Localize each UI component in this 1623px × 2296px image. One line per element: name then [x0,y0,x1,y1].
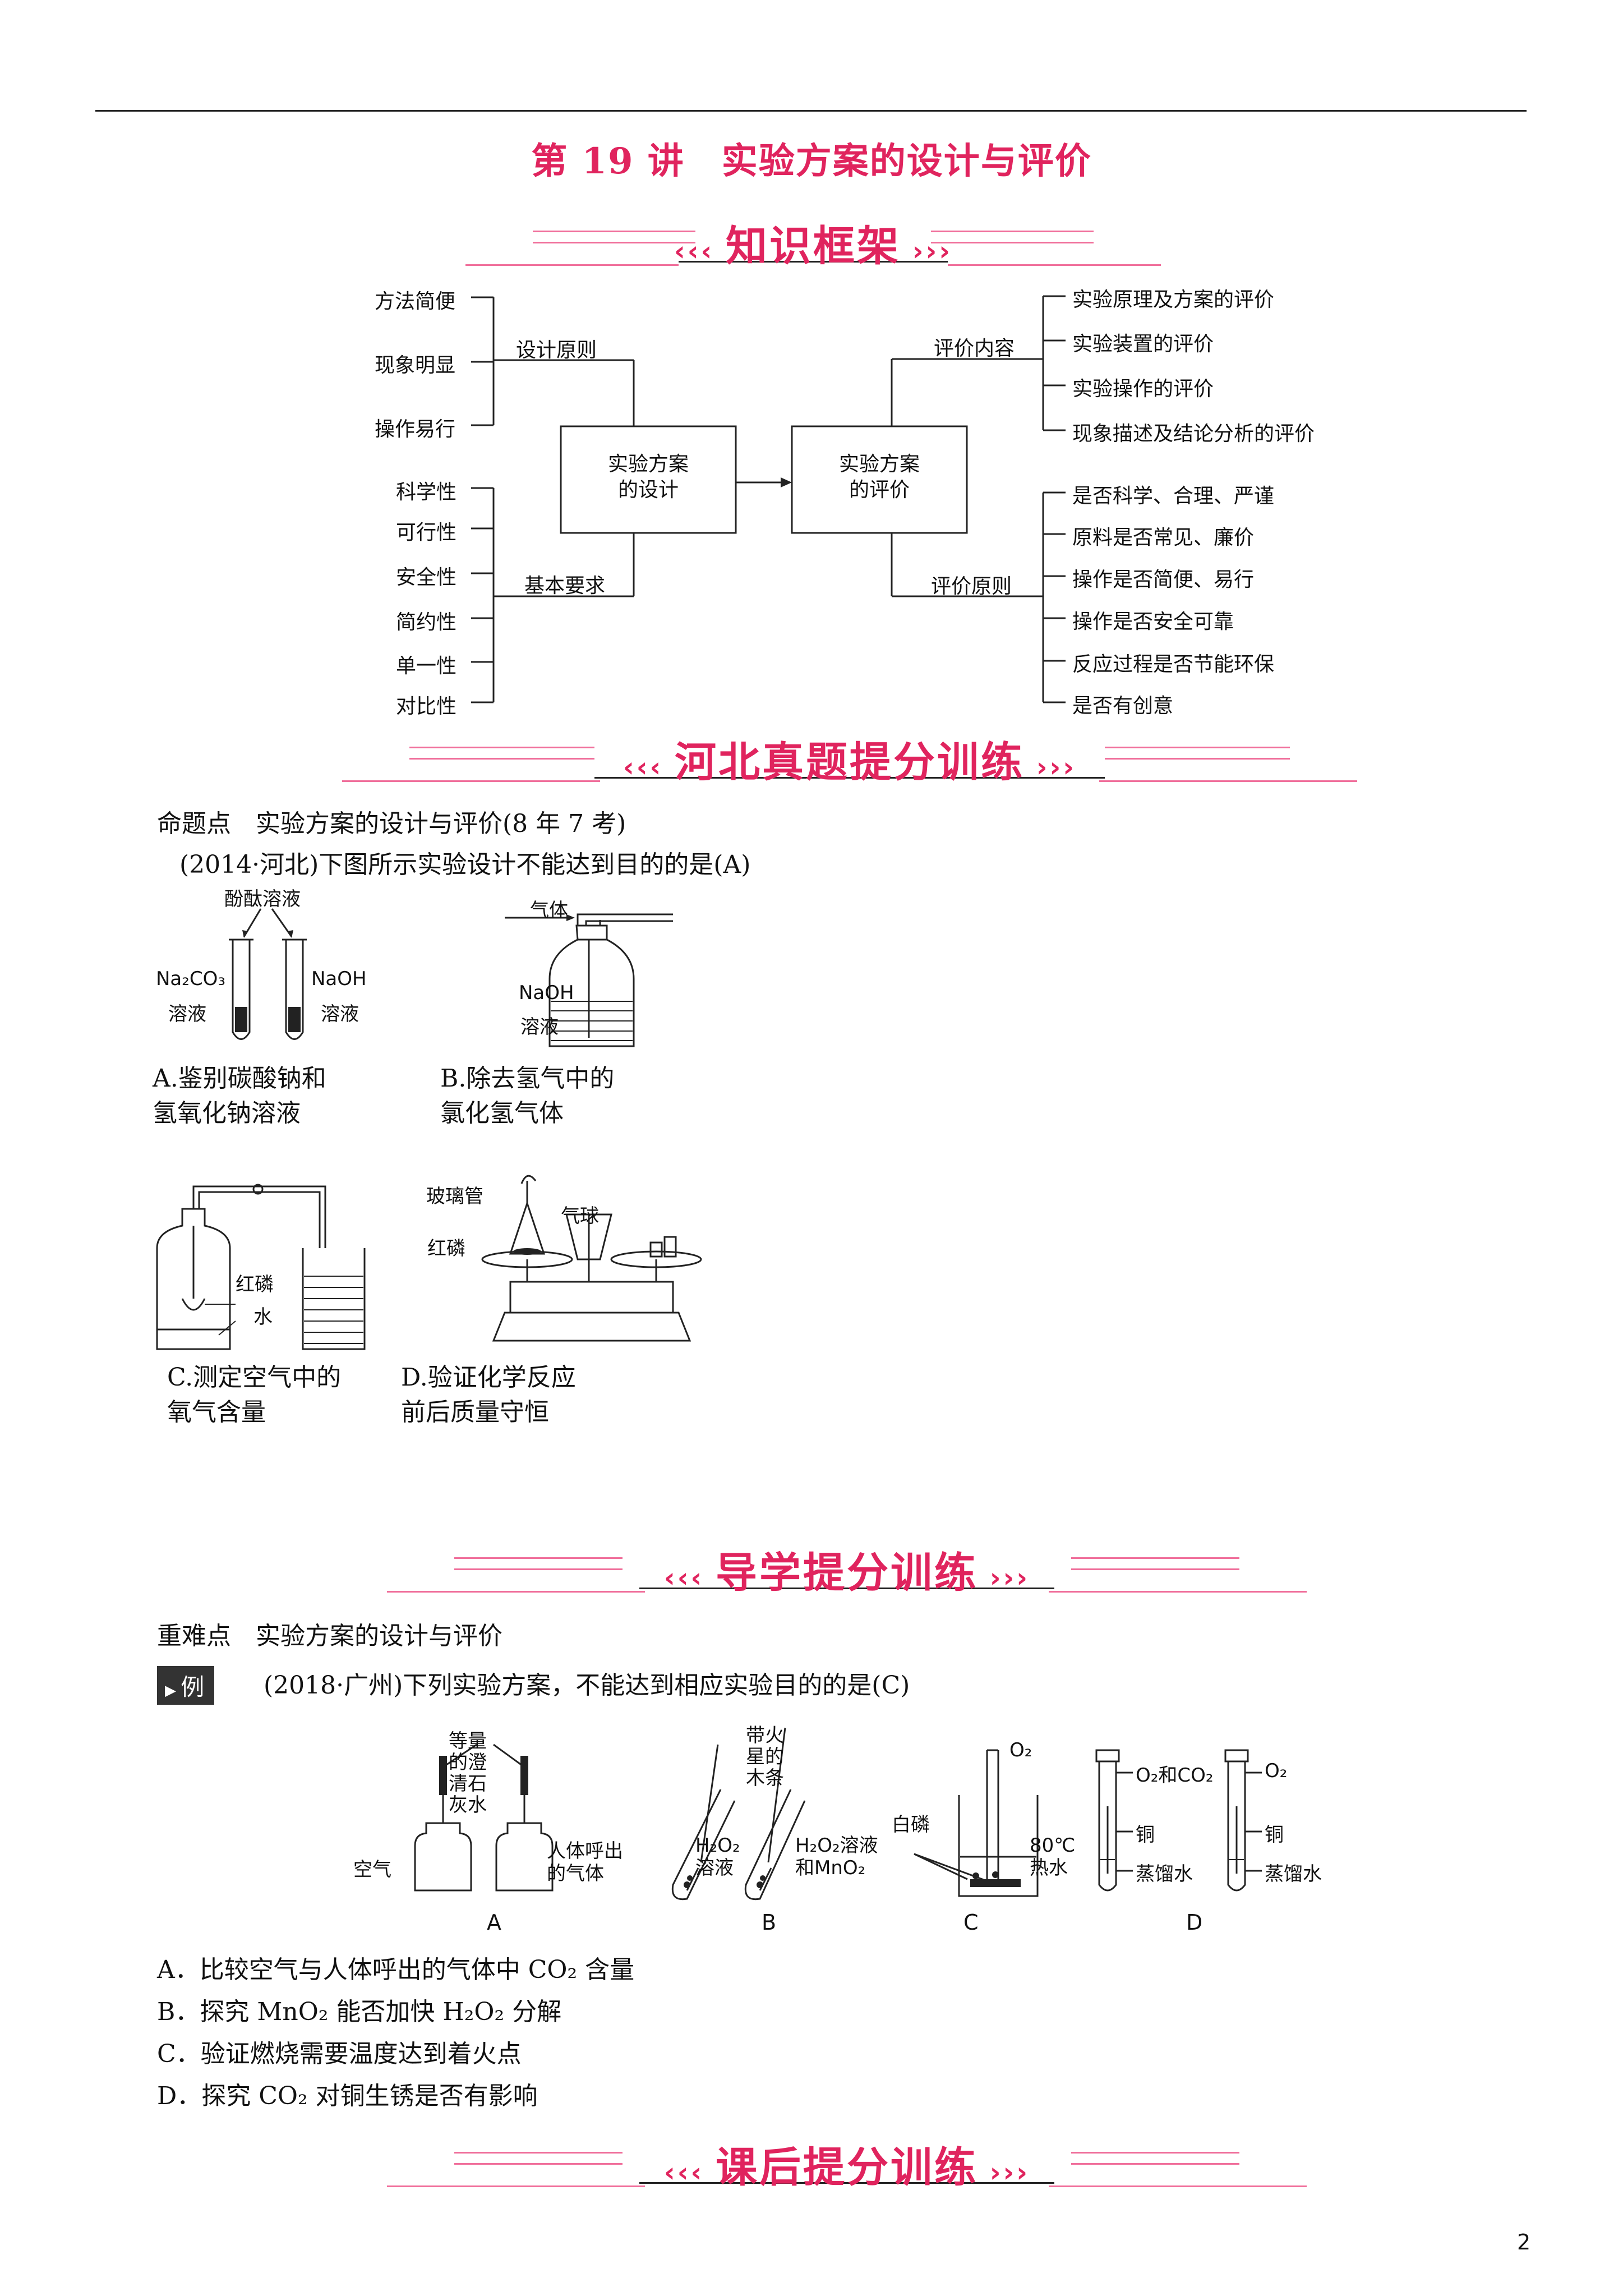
req-item-4: 简约性 [396,611,457,634]
banner-guide-text: ‹‹‹ 导学提分训练 ››› [663,1549,1030,1597]
figA-left-label-1: Na₂CO₃ [156,968,226,990]
eval-principle-item-1: 是否科学、合理、严谨 [1072,485,1275,508]
guide-option-d: D．探究 CO₂ 对铜生锈是否有影响 [157,2082,538,2110]
figB-label-2: 溶液 [520,1016,559,1038]
guide-figure-d [1095,1749,1262,1892]
guide-figA-letter: A [487,1910,501,1935]
guide-figC-o2: O₂ [1009,1739,1032,1761]
guide-figD-c3: 铜 [1265,1824,1284,1846]
figB-label-1: NaOH [519,982,574,1004]
eval-principle-label: 评价原则 [931,575,1012,598]
example-badge: ▶ 例 [157,1666,215,1705]
guide-figA-top: 等量的澄清石灰水 [449,1730,487,1816]
eval-principle-item-3: 操作是否简便、易行 [1072,568,1255,591]
hebei-option-c: C.测定空气中的氧气含量 [167,1363,342,1427]
banner-after: ‹‹‹ 课后提分训练 ››› [387,2132,1307,2193]
eval-principle-item-6: 是否有创意 [1072,694,1174,717]
guide-figB-top: 带火星的木条 [746,1724,784,1789]
eval-principle-item-5: 反应过程是否节能环保 [1072,653,1275,676]
hebei-option-a: A.鉴别碳酸钠和氢氧化钠溶液 [153,1064,326,1128]
principle-item-2: 现象明显 [375,354,456,377]
content-item-4: 现象描述及结论分析的评价 [1072,422,1315,445]
basic-req-label: 基本要求 [524,574,606,597]
banner-hebei: ‹‹‹ 河北真题提分训练 ››› [342,726,1357,788]
guide-option-a: A．比较空气与人体呼出的气体中 CO₂ 含量 [157,1955,635,1984]
guide-figD-g2: O₂ [1265,1760,1288,1782]
page-title: 第 19 讲 实验方案的设计与评价 [531,140,1092,182]
req-item-3: 安全性 [396,566,457,589]
req-item-6: 对比性 [396,695,457,718]
figure-c-oxygen-apparatus [156,1184,366,1350]
hebei-option-b: B.除去氢气中的氯化氢气体 [440,1064,615,1128]
hebei-option-d: D.验证化学反应前后质量守恒 [401,1363,576,1427]
principle-item-1: 方法简便 [375,290,456,313]
guide-option-c: C．验证燃烧需要温度达到着火点 [157,2040,522,2068]
guide-figB-letter: B [762,1910,777,1935]
figure-d-balance [481,1175,702,1342]
guide-figD-c4: 蒸馏水 [1265,1863,1322,1885]
guide-figD-g1: O₂和CO₂ [1136,1764,1214,1787]
banner-hebei-text: ‹‹‹ 河北真题提分训练 ››› [623,738,1077,786]
figA-right-label-2: 溶液 [321,1003,359,1025]
figA-right-label-1: NaOH [311,968,367,990]
guide-figC-p: 白磷 [892,1814,930,1836]
guide-figB-l2: H₂O₂溶液和MnO₂ [795,1834,878,1879]
content-item-2: 实验装置的评价 [1072,333,1214,356]
req-item-5: 单一性 [396,655,457,678]
design-principle-label: 设计原则 [516,339,597,362]
design-box: 实验方案的设计 [607,453,689,501]
guide-topic: 重难点 实验方案的设计与评价 [157,1622,502,1650]
eval-principle-item-4: 操作是否安全可靠 [1072,610,1234,633]
guide-figA-right: 人体呼出的气体 [547,1840,623,1885]
guide-figD-c1: 铜 [1136,1824,1155,1846]
guide-question: (2018·广州)下列实验方案，不能达到相应实验目的的是(C) [264,1671,910,1700]
guide-figD-c2: 蒸馏水 [1136,1863,1193,1885]
eval-principle-item-2: 原料是否常见、廉价 [1072,526,1255,549]
req-item-2: 可行性 [396,521,457,544]
hebei-question: (2014·河北)下图所示实验设计不能达到目的的是(A) [179,850,751,879]
guide-option-b: B．探究 MnO₂ 能否加快 H₂O₂ 分解 [157,1998,562,2026]
banner-framework-text: ‹‹‹ 知识框架 ››› [674,222,953,270]
figA-left-label-2: 溶液 [168,1003,206,1025]
content-item-1: 实验原理及方案的评价 [1072,288,1275,311]
figure-b-wash-bottle [505,913,673,1047]
principle-item-3: 操作易行 [375,418,456,441]
figC-label-2: 水 [253,1306,273,1328]
guide-figure-b [671,1727,806,1901]
banner-guide: ‹‹‹ 导学提分训练 ››› [387,1537,1307,1599]
guide-figD-letter: D [1186,1910,1203,1935]
eval-content-label: 评价内容 [934,337,1015,360]
req-item-1: 科学性 [396,481,457,504]
header-rule [95,110,1527,112]
figure-a-test-tubes [229,908,307,1040]
guide-figC-letter: C [963,1910,979,1935]
guide-figure-a [414,1743,554,1892]
figD-label-3: 红磷 [427,1237,465,1260]
figA-top-label: 酚酞溶液 [224,888,301,910]
figC-label-1: 红磷 [236,1273,274,1296]
hebei-topic: 命题点 实验方案的设计与评价(8 年 7 考) [157,809,626,838]
guide-figA-left: 空气 [353,1858,391,1881]
banner-after-text: ‹‹‹ 课后提分训练 ››› [663,2143,1030,2192]
eval-box: 实验方案的评价 [838,453,920,501]
figD-label-2: 气球 [561,1205,599,1227]
figB-gas-label: 气体 [530,899,568,922]
banner-framework: ‹‹‹ 知识框架 ››› [465,210,1161,272]
guide-figure-c [914,1749,1039,1897]
content-item-3: 实验操作的评价 [1072,378,1214,401]
page-number: 2 [1517,2230,1531,2254]
figD-label-1: 玻璃管 [426,1185,483,1208]
